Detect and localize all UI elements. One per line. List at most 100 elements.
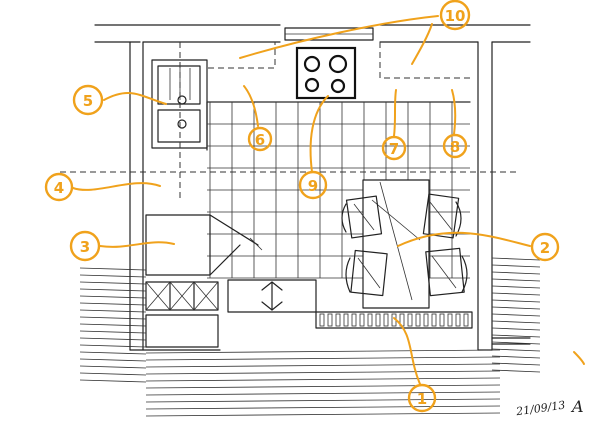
radiator-fin (455, 313, 461, 327)
radiator-fin (423, 313, 429, 327)
leader-tick (573, 351, 585, 365)
hatch-line (491, 369, 541, 373)
hatch-line (491, 257, 541, 261)
radiator-fin (335, 313, 341, 327)
radiator-fin (359, 313, 365, 327)
hatch-line (145, 349, 501, 354)
callout-2-label: 2 (540, 239, 550, 257)
hatch-line (79, 365, 147, 369)
leader-6 (243, 85, 259, 127)
chair-top-left (341, 195, 383, 239)
hatch-line (491, 299, 541, 303)
leader-9 (309, 95, 329, 173)
wall-cabinets-dashed (60, 42, 520, 200)
hatch-line (491, 313, 541, 317)
entry-arrow (227, 279, 317, 313)
leader-5 (103, 92, 167, 105)
hatch-line (145, 370, 501, 375)
hatch-line (145, 405, 501, 410)
hatch-line (491, 362, 541, 366)
hatch-line (145, 398, 501, 403)
exterior-hatching (79, 257, 541, 417)
callout-leaders (72, 15, 585, 385)
callout-3: 3 (69, 230, 101, 262)
hatch-line (79, 323, 147, 327)
chair-bottom-left (345, 249, 388, 297)
hatch-line (145, 384, 501, 389)
callout-6-label: 6 (255, 131, 265, 149)
hatch-line (79, 358, 147, 362)
hatch-line (145, 356, 501, 361)
callout-markers: 1 2 3 4 5 6 7 8 (44, 0, 560, 413)
callout-1-label: 1 (417, 390, 427, 408)
leader-8 (451, 89, 457, 135)
hatch-line (491, 341, 541, 345)
leader-1 (393, 317, 421, 385)
callout-6: 6 (247, 126, 273, 152)
tall-cabinet (145, 214, 263, 276)
hatch-line (145, 412, 501, 417)
callout-2: 2 (530, 232, 560, 262)
hatch-line (145, 363, 501, 368)
hatch-line (79, 309, 147, 313)
hatch-line (491, 327, 541, 331)
hatch-line (79, 281, 147, 285)
radiator-fin (375, 313, 381, 327)
hatch-line (79, 274, 147, 278)
counter-edges (206, 101, 471, 151)
hatch-line (491, 355, 541, 359)
callout-5-label: 5 (83, 92, 93, 110)
low-storage-unit (145, 281, 219, 348)
radiator-fin (415, 313, 421, 327)
radiator-frame (315, 311, 473, 329)
radiator-fin (319, 313, 325, 327)
callout-8: 8 (442, 133, 468, 159)
callout-8-label: 8 (450, 138, 460, 156)
radiator-fin (439, 313, 445, 327)
radiator (315, 311, 473, 329)
callout-1: 1 (407, 383, 437, 413)
leader-7 (393, 89, 397, 137)
callout-10-label: 10 (445, 7, 466, 25)
hatch-line (491, 271, 541, 275)
signature: A (570, 397, 584, 416)
cooktop (295, 46, 357, 100)
hatch-line (79, 316, 147, 320)
hatch-line (79, 267, 147, 271)
hatch-line (79, 337, 147, 341)
hatch-line (79, 330, 147, 334)
callout-7: 7 (381, 135, 407, 161)
leader-3 (99, 241, 175, 248)
sketch-date: 21/09/13 (514, 399, 566, 419)
radiator-fin (327, 313, 333, 327)
radiator-fin (431, 313, 437, 327)
callout-4: 4 (44, 172, 74, 202)
hatch-line (79, 295, 147, 299)
radiator-fin (351, 313, 357, 327)
hatch-line (491, 285, 541, 289)
hatch-line (79, 288, 147, 292)
hatch-line (491, 306, 541, 310)
hatch-line (491, 320, 541, 324)
hatch-line (79, 379, 147, 383)
hatch-line (79, 344, 147, 348)
hatch-line (491, 278, 541, 282)
radiator-fin (383, 313, 389, 327)
callout-4-label: 4 (54, 179, 64, 197)
hatch-line (79, 351, 147, 355)
callout-5: 5 (72, 84, 104, 116)
leader-10a (239, 15, 439, 59)
radiator-fin (367, 313, 373, 327)
callout-9-label: 9 (308, 177, 318, 195)
radiator-fin (343, 313, 349, 327)
leader-2 (397, 231, 531, 247)
hatch-line (145, 377, 501, 382)
radiator-fin (407, 313, 413, 327)
leader-4 (72, 182, 161, 191)
hatch-line (145, 391, 501, 396)
callout-7-label: 7 (389, 140, 399, 158)
radiator-fin (463, 313, 469, 327)
callout-9: 9 (298, 170, 328, 200)
hatch-line (491, 334, 541, 338)
